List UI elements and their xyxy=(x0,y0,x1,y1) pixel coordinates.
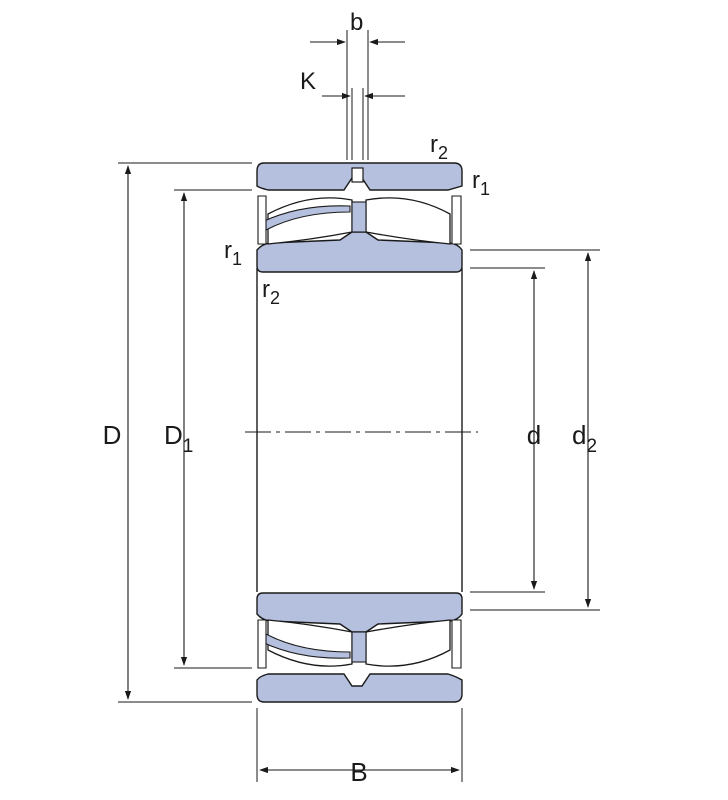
label-d: d xyxy=(527,420,541,450)
bottom-section xyxy=(256,592,463,703)
seal-left-top xyxy=(257,195,267,245)
seal-right-bottom xyxy=(451,619,462,669)
cage-top xyxy=(261,205,351,231)
seal-right-top xyxy=(451,195,462,245)
label-d2: d2 xyxy=(572,420,597,457)
lube-hole-top xyxy=(351,167,364,183)
roller-right-top xyxy=(365,197,451,245)
label-b: b xyxy=(350,9,363,36)
guide-ring-bottom xyxy=(351,631,367,663)
bore-outline xyxy=(256,268,463,592)
guide-ring-top xyxy=(351,201,367,233)
label-D1: D1 xyxy=(164,420,193,457)
label-r2-top: r2 xyxy=(430,131,448,163)
cage-bottom xyxy=(261,633,351,659)
label-r2-left: r2 xyxy=(262,276,280,308)
label-B: B xyxy=(350,757,367,787)
seal-left-bottom xyxy=(257,619,267,669)
label-D: D xyxy=(103,420,122,450)
label-r1-left: r1 xyxy=(224,237,242,269)
label-K: K xyxy=(300,68,316,95)
extension-lines xyxy=(118,30,600,782)
top-section xyxy=(256,162,463,273)
dimension-lines xyxy=(124,38,592,774)
label-r1-top: r1 xyxy=(472,167,490,199)
outer-ring-bottom xyxy=(256,673,463,703)
roller-right-bottom xyxy=(365,619,451,667)
